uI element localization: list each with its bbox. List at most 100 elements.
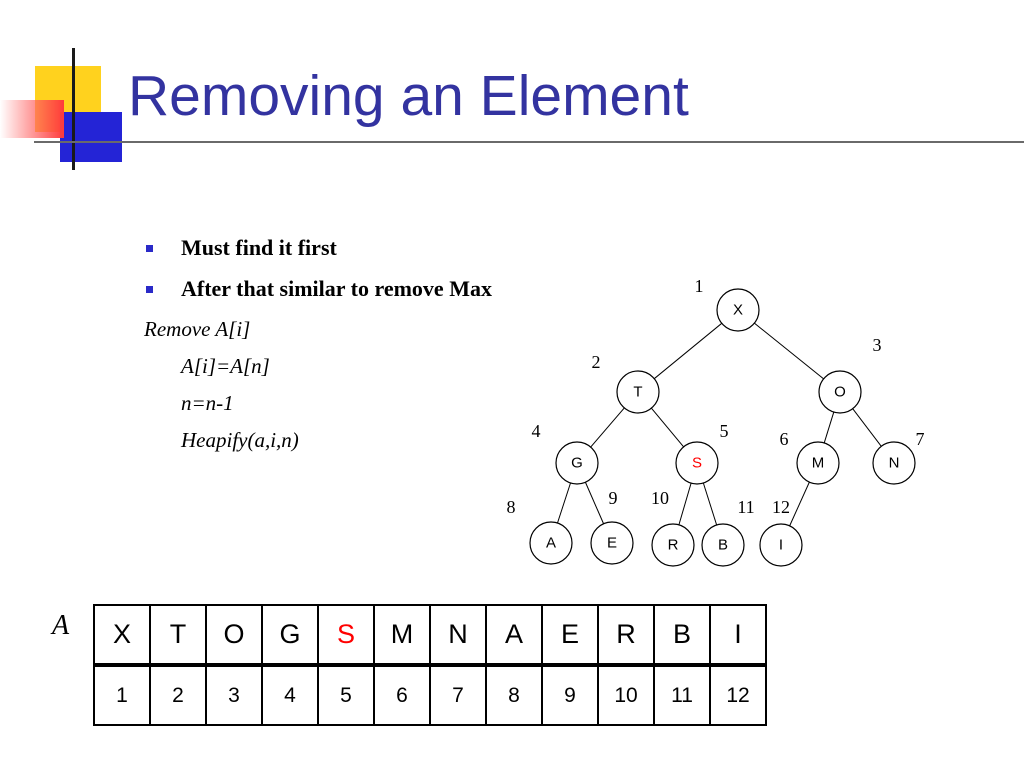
- code-line: Remove A[i]: [144, 317, 251, 341]
- code-line: A[i]=A[n]: [181, 354, 270, 378]
- tree-node-circle: [590, 521, 634, 565]
- bullet-text: After that similar to remove Max: [181, 276, 492, 301]
- tree-node: O3: [818, 335, 882, 414]
- tree-node-label: R: [668, 537, 679, 554]
- bullet-square-icon: [146, 245, 153, 252]
- tree-node-circle: [872, 441, 916, 485]
- bullet-list: Must find it first After that similar to…: [146, 234, 492, 316]
- array-cell-value: S: [317, 604, 375, 667]
- array-name: A: [52, 610, 70, 641]
- decor-vertical-line: [72, 48, 75, 170]
- array-cell-value: G: [261, 604, 319, 667]
- array-cell-index: 7: [429, 664, 487, 726]
- decor-blue-square: [60, 112, 122, 162]
- array-cell-index: 2: [149, 664, 207, 726]
- tree-node: E9: [590, 488, 634, 565]
- array-cell-index: 9: [541, 664, 599, 726]
- tree-node-label: E: [607, 535, 617, 552]
- tree-node-index: 3: [873, 335, 882, 355]
- tree-node-circle: [675, 441, 719, 485]
- array-cell-value: B: [653, 604, 711, 667]
- array-cell-index: 6: [373, 664, 431, 726]
- tree-node: I 12: [759, 497, 803, 567]
- tree-node-circle: [555, 441, 599, 485]
- array-cell-index: 5: [317, 664, 375, 726]
- tree-node-label: S: [692, 455, 702, 472]
- tree-edge: [651, 407, 684, 448]
- array-cell-value: R: [597, 604, 655, 667]
- array-cell-value: I: [709, 604, 767, 667]
- tree-node-index: 11: [737, 497, 754, 517]
- tree-edge: [678, 483, 692, 525]
- tree-node-index: 6: [780, 429, 789, 449]
- tree-node-circle: [651, 523, 695, 567]
- tree-node: G4: [532, 421, 599, 485]
- tree-node-circle: [759, 523, 803, 567]
- tree-edge: [557, 482, 571, 524]
- tree-node-label: O: [834, 384, 846, 401]
- tree-edge: [789, 481, 810, 527]
- tree-edge: [702, 482, 718, 526]
- array-cell-index: 1: [93, 664, 151, 726]
- array-cell-value: X: [93, 604, 151, 667]
- tree-node-index: 10: [651, 488, 669, 508]
- tree-node-index: 4: [532, 421, 541, 441]
- array-cell-value: T: [149, 604, 207, 667]
- array-cell-value: N: [429, 604, 487, 667]
- tree-node-label: M: [812, 455, 825, 472]
- tree-node-index: 7: [916, 429, 925, 449]
- tree-node-label: X: [733, 302, 743, 319]
- array-cell-index: 12: [709, 664, 767, 726]
- tree-edge: [754, 322, 824, 380]
- tree-node: N7: [872, 429, 925, 485]
- tree-node-index: 5: [720, 421, 729, 441]
- array-cell-index: 4: [261, 664, 319, 726]
- tree-edge: [852, 408, 882, 447]
- array-cell-value: O: [205, 604, 263, 667]
- tree-node: M6: [780, 429, 840, 485]
- array-cell-value: M: [373, 604, 431, 667]
- tree-edge: [584, 482, 605, 524]
- tree-edge: [653, 322, 723, 380]
- bullet-item: After that similar to remove Max: [146, 275, 492, 303]
- tree-node-index: 9: [609, 488, 618, 508]
- tree-node-index: 2: [592, 352, 601, 372]
- tree-node-label: N: [889, 455, 900, 472]
- tree-node-circle: [796, 441, 840, 485]
- array-cell-value: A: [485, 604, 543, 667]
- tree-node-circle: [701, 523, 745, 567]
- bullet-text: Must find it first: [181, 235, 337, 260]
- tree-node-label: T: [633, 384, 642, 401]
- tree-node-index: 12: [772, 497, 790, 517]
- tree-node: R 10: [651, 488, 695, 567]
- tree-node-circle: [616, 370, 660, 414]
- tree-node-label: I: [779, 537, 783, 554]
- tree-node: T2: [592, 352, 660, 414]
- code-line: Heapify(a,i,n): [181, 428, 299, 452]
- tree-node-circle: [716, 288, 760, 332]
- array-cell-index: 3: [205, 664, 263, 726]
- array-cell-value: E: [541, 604, 599, 667]
- tree-node: X1: [695, 276, 760, 332]
- tree-node: S5: [675, 421, 729, 485]
- tree-edge: [590, 407, 625, 448]
- tree-node-index: 1: [695, 276, 704, 296]
- tree-node: B 11: [701, 497, 755, 567]
- slide-title: Removing an Element: [128, 64, 689, 128]
- code-line: n=n-1: [181, 391, 234, 415]
- array-cell-index: 11: [653, 664, 711, 726]
- tree-node-label: A: [546, 535, 556, 552]
- tree-node-circle: [529, 521, 573, 565]
- tree-node-label: B: [718, 537, 728, 554]
- tree-node: A8: [507, 497, 573, 565]
- tree-node-circle: [818, 370, 862, 414]
- tree-node-index: 8: [507, 497, 516, 517]
- bullet-square-icon: [146, 286, 153, 293]
- array-cell-index: 8: [485, 664, 543, 726]
- array-cell-index: 10: [597, 664, 655, 726]
- bullet-item: Must find it first: [146, 234, 492, 262]
